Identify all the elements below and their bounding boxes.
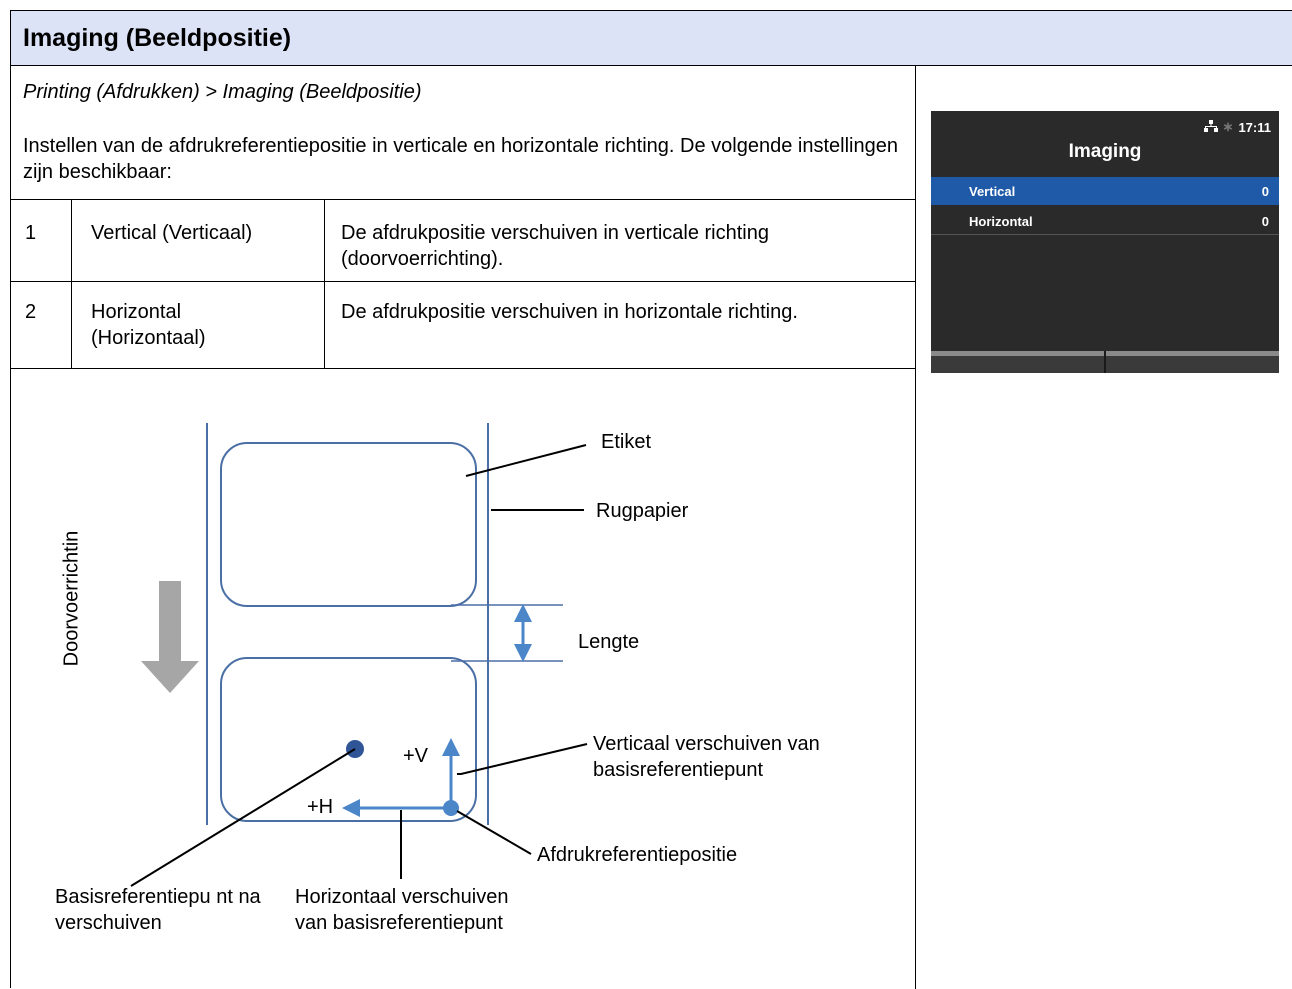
- menu-item-label: Horizontal: [969, 214, 1033, 229]
- section-frame: Imaging (Beeldpositie) Printing (Afdrukk…: [10, 10, 1292, 989]
- row-2-name: Horizontal (Horizontaal): [91, 301, 206, 349]
- page-title: Imaging (Beeldpositie): [23, 24, 292, 52]
- feed-direction-label: Doorvoerrichtin: [60, 530, 83, 667]
- horizontal-shift-caption: Horizontaal verschuiven van basisreferen…: [295, 886, 509, 934]
- plus-v-caption: +V: [403, 745, 429, 767]
- length-caption: Lengte: [578, 631, 640, 653]
- row-1-name: Vertical (Verticaal): [91, 222, 253, 244]
- softkey-right[interactable]: [1106, 356, 1279, 373]
- print-reference-caption: Afdrukreferentiepositie: [537, 844, 738, 866]
- settings-table: 1 Vertical (Verticaal) De afdrukpositie …: [11, 199, 915, 369]
- backing-caption: Rugpapier: [596, 500, 689, 522]
- bluetooth-icon: ∗: [1222, 119, 1234, 134]
- plus-h-caption: +H: [307, 796, 334, 818]
- label-top: [220, 442, 477, 607]
- softkey-left[interactable]: [931, 356, 1104, 373]
- softkey-separator: [1104, 351, 1106, 373]
- menu-item-value: 0: [1261, 214, 1269, 229]
- intro-text: Instellen van de afdrukreferentiepositie…: [23, 135, 898, 183]
- column-divider: [915, 66, 916, 989]
- row-1-description: De afdrukpositie verschuiven in vertical…: [341, 222, 769, 270]
- vertical-shift-caption: Verticaal verschuiven van basisreferenti…: [593, 733, 820, 781]
- label-caption: Etiket: [601, 431, 652, 453]
- menu-item-value: 0: [1261, 184, 1269, 199]
- breadcrumb: Printing (Afdrukken) > Imaging (Beeldpos…: [23, 81, 422, 103]
- printer-screen: ∗ 17:11 Imaging Vertical 0 Horizontal 0: [931, 111, 1279, 373]
- base-reference-caption: Basisreferentiepu nt na verschuiven: [55, 886, 261, 934]
- feed-direction-arrow: [141, 581, 199, 693]
- clock-time: 17:11: [1238, 119, 1271, 135]
- menu-item-label: Vertical: [969, 184, 1016, 199]
- row-2-description: De afdrukpositie verschuiven in horizont…: [341, 301, 798, 323]
- status-bar: ∗ 17:11: [1203, 119, 1271, 135]
- print-reference-dot: [443, 800, 459, 816]
- menu-item-vertical[interactable]: Vertical 0: [931, 177, 1279, 205]
- menu-item-horizontal[interactable]: Horizontal 0: [931, 207, 1279, 235]
- label-bottom: [220, 657, 477, 822]
- row-1-number: 1: [25, 222, 37, 244]
- title-bar: Imaging (Beeldpositie): [11, 11, 1292, 66]
- imaging-diagram: Doorvoerrichtin Etiket Rugpapier Lengte …: [11, 369, 915, 989]
- screen-title: Imaging: [1068, 141, 1142, 162]
- network-icon: [1203, 119, 1218, 135]
- row-2-number: 2: [25, 301, 37, 323]
- diagram-drawing: [130, 423, 588, 887]
